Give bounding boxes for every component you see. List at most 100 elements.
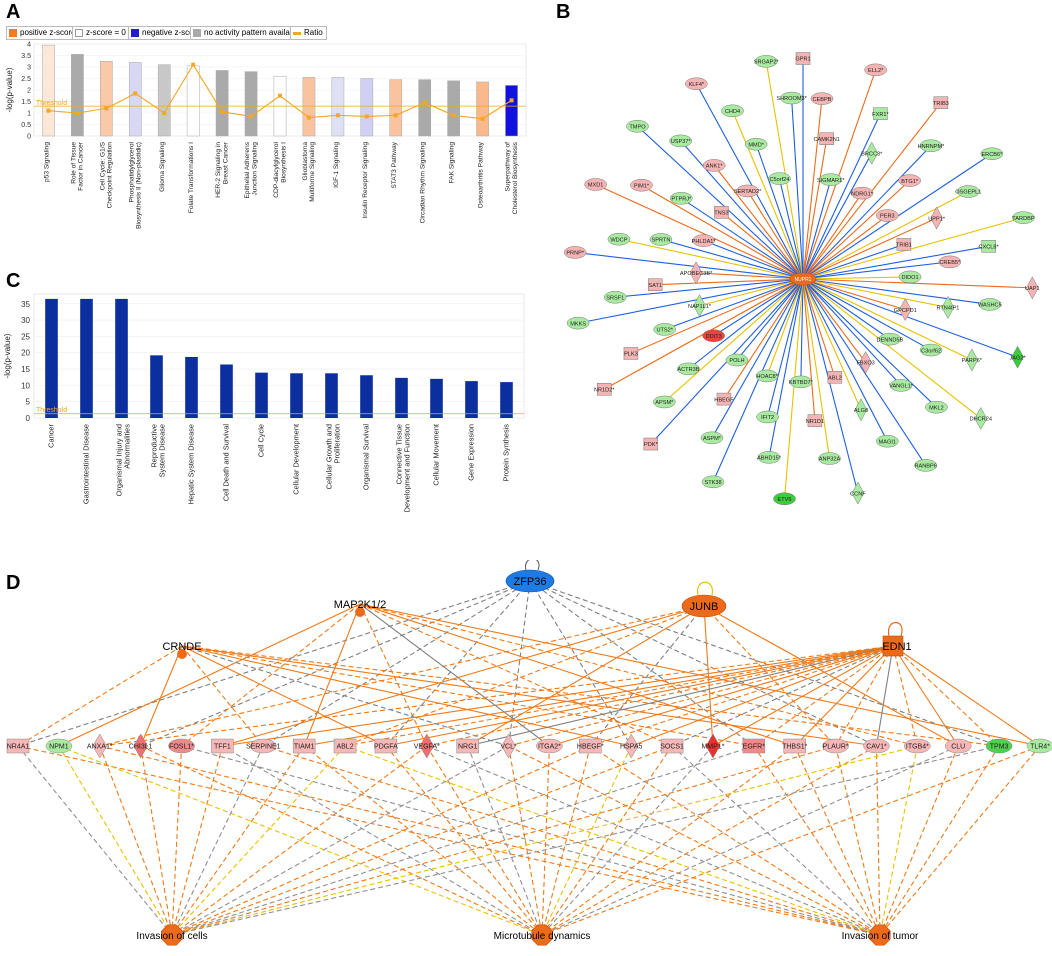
y-tick-label: 4	[27, 42, 31, 49]
self-loop	[888, 621, 903, 637]
y-tick-label: 30	[21, 316, 30, 325]
function-label: Invasion of cells	[136, 931, 207, 942]
node-washc5	[978, 298, 1002, 311]
target-label: MMP1*	[701, 744, 724, 751]
threshold-label: Threshold	[36, 407, 67, 414]
node-pim1	[630, 178, 653, 192]
function-invasion-of-cells	[161, 924, 183, 946]
x-tick-label: Epithelial AdherensJunction Signaling	[244, 141, 258, 198]
target-label: NR4A1	[7, 744, 30, 751]
network-edge	[755, 144, 804, 280]
node-label: NDRG1*	[851, 191, 874, 197]
regulator-edge	[892, 645, 918, 747]
node-hoac8	[755, 369, 779, 383]
legend-swatch	[75, 29, 83, 37]
network-edge	[802, 98, 823, 280]
node-ifit2	[756, 410, 779, 424]
network-edge	[802, 180, 911, 280]
bar	[500, 382, 513, 418]
node-tmpo	[626, 120, 649, 133]
legend-label: Ratio	[304, 28, 323, 37]
node-label: SIGMAR1*	[817, 178, 845, 184]
regulator-edge	[181, 645, 264, 747]
y-tick-label: 20	[21, 349, 30, 358]
network-edge	[802, 278, 891, 340]
regulator-edge	[140, 645, 183, 747]
network-edge	[802, 278, 1018, 358]
function-edge	[508, 745, 881, 936]
ratio-point	[480, 116, 485, 121]
bar	[360, 78, 374, 137]
network-edge	[618, 238, 804, 280]
target-plaur	[822, 738, 849, 754]
node-vangl1	[889, 379, 913, 392]
function-edge	[171, 745, 264, 936]
ratio-point	[393, 113, 398, 118]
target-thbs1	[783, 738, 806, 754]
function-edge	[171, 745, 509, 936]
node-label: NR1D2*	[594, 387, 615, 393]
function-edge	[541, 745, 714, 936]
function-edge	[541, 745, 877, 936]
x-tick-label: Connective TissueDevelopment and Functio…	[394, 424, 411, 512]
function-edge	[426, 745, 881, 936]
node-shroom3	[780, 91, 803, 105]
x-tick-label: Cellular Growth andProliferation	[324, 424, 341, 489]
y-tick-label: 0.5	[21, 122, 31, 129]
x-tick-label: Cell Cycle	[257, 424, 266, 457]
network-edge	[802, 276, 911, 280]
network-edge	[768, 278, 804, 458]
function-edge	[17, 745, 173, 936]
legend-label: z-score = 0	[86, 28, 126, 37]
network-edge	[802, 278, 973, 361]
legend-swatch	[193, 29, 201, 37]
network-edge	[660, 238, 804, 280]
node-label: MKKS	[570, 321, 586, 327]
regulator-map2k12	[355, 607, 365, 617]
network-edge	[802, 278, 906, 311]
network-edge	[791, 97, 804, 280]
node-label: TRIB1	[896, 243, 912, 249]
node-label: HNRNPM*	[918, 144, 946, 150]
edge-group	[17, 580, 1041, 936]
node-label: BRCC3*	[861, 151, 883, 157]
panel-letter-c: C	[6, 270, 21, 292]
network-edge	[695, 83, 804, 280]
network-edge	[778, 178, 804, 280]
x-tick-label: HER-2 Signaling inBreast Cancer	[215, 141, 229, 198]
node-btg1	[898, 174, 921, 187]
node-label: SRGAP2*	[754, 60, 780, 66]
plot-area	[33, 293, 525, 419]
regulator-edge	[303, 603, 361, 747]
x-tick-label: Protein Synthesis	[502, 424, 511, 482]
function-edge	[541, 745, 959, 936]
node-label: TMPO	[629, 124, 646, 130]
regulator-edge	[508, 645, 894, 747]
network-edge	[802, 278, 949, 308]
node-osgepl1	[957, 185, 980, 198]
node-nap1l1	[693, 294, 706, 318]
node-parp6	[965, 348, 979, 372]
target-label: VEGFA*	[414, 744, 440, 751]
node-c3orf62	[919, 343, 943, 357]
network-edge	[802, 278, 932, 351]
node-label: ANK1*	[706, 164, 724, 170]
node-label: PRNP*	[566, 251, 585, 257]
x-tick-label: Hepatic System Disease	[187, 424, 196, 505]
node-uts2	[653, 323, 676, 336]
network-edge	[578, 278, 804, 324]
regulator-edge	[359, 603, 550, 747]
function-edge	[171, 745, 836, 936]
node-magi1	[876, 434, 899, 448]
node-label: ANP32A	[819, 457, 841, 463]
function-edge	[671, 745, 881, 936]
target-label: CHI3L1	[129, 744, 153, 751]
bar	[325, 373, 338, 418]
x-tick-label: Gene Expression	[467, 424, 476, 481]
target-hspa5	[623, 733, 639, 759]
function-edge	[541, 745, 632, 936]
node-label: IFIT2	[761, 415, 774, 421]
function-edge	[171, 745, 305, 936]
